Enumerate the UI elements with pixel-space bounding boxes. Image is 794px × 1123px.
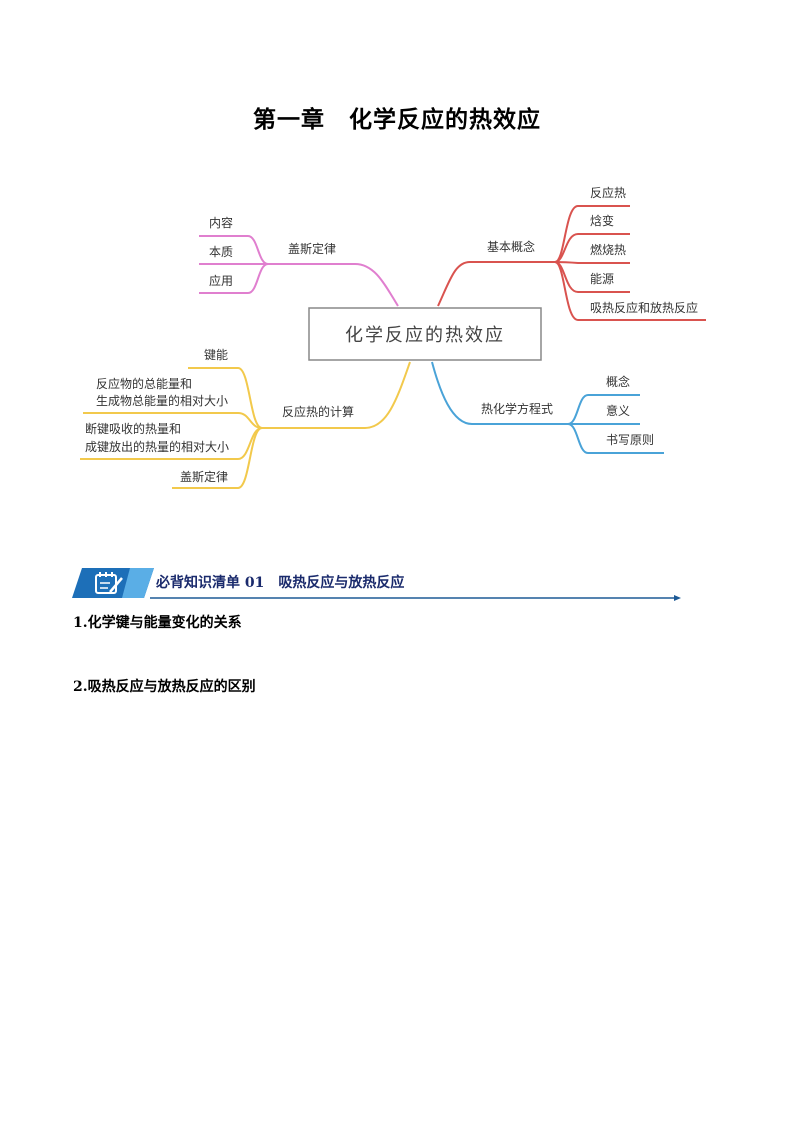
branch-basic-lines bbox=[437, 205, 706, 321]
branch-thermo-label: 热化学方程式 bbox=[481, 401, 553, 416]
basic-item-2: 焓变 bbox=[590, 213, 614, 228]
calc-item-2a: 反应物的总能量和 bbox=[96, 376, 192, 391]
mind-map-center-label: 化学反应的热效应 bbox=[345, 325, 505, 346]
basic-item-1: 反应热 bbox=[590, 185, 626, 200]
thermo-item-2: 意义 bbox=[606, 403, 630, 418]
branch-hess-label: 盖斯定律 bbox=[288, 241, 336, 256]
thermo-item-1: 概念 bbox=[606, 374, 630, 389]
page-title: 第一章化学反应的热效应 bbox=[253, 106, 541, 133]
branch-hess-lines bbox=[199, 235, 399, 307]
section-title: 必背知识清单 01 吸热反应与放热反应 bbox=[156, 575, 405, 591]
calc-item-3a: 断键吸收的热量和 bbox=[85, 421, 181, 436]
section-banner bbox=[72, 568, 681, 601]
hess-item-3: 应用 bbox=[209, 273, 233, 288]
hess-item-2: 本质 bbox=[209, 245, 233, 259]
branch-calc-label: 反应热的计算 bbox=[282, 404, 354, 419]
branch-calc-lines bbox=[80, 361, 411, 489]
calc-item-3b: 成键放出的热量的相对大小 bbox=[85, 439, 229, 454]
basic-item-3: 燃烧热 bbox=[590, 242, 626, 257]
calc-item-4: 盖斯定律 bbox=[180, 469, 228, 484]
heading-2: 2.吸热反应与放热反应的区别 bbox=[73, 679, 256, 695]
branch-thermo-lines bbox=[431, 361, 664, 454]
hess-item-1: 内容 bbox=[209, 215, 233, 230]
calc-item-1: 键能 bbox=[204, 348, 228, 362]
heading-1: 1.化学键与能量变化的关系 bbox=[73, 615, 242, 631]
mind-map: 化学反应的热效应 基本概念 反应热 焓变 燃烧热 能源 吸热反应和放热反应 盖斯… bbox=[80, 185, 706, 489]
calc-item-2b: 生成物总能量的相对大小 bbox=[96, 393, 228, 408]
mind-map-center-box bbox=[308, 307, 542, 361]
basic-item-4: 能源 bbox=[590, 272, 614, 286]
basic-item-5: 吸热反应和放热反应 bbox=[590, 300, 698, 315]
section-header: 必背知识清单 01 吸热反应与放热反应 bbox=[70, 566, 682, 602]
notepad-pen-icon bbox=[95, 572, 123, 594]
branch-basic-label: 基本概念 bbox=[487, 239, 535, 254]
thermo-item-3: 书写原则 bbox=[606, 433, 654, 447]
